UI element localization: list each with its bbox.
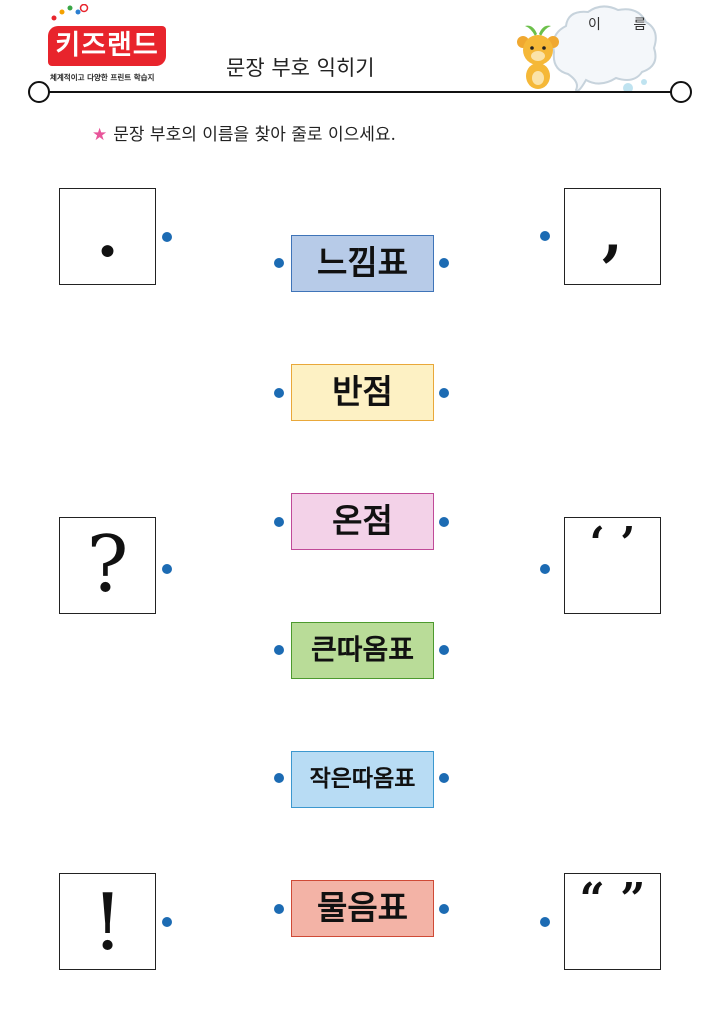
name-right-dot[interactable] [439, 773, 449, 783]
name-box-exclamation[interactable]: 느낌표 [291, 235, 434, 292]
name-box-comma[interactable]: 반점 [291, 364, 434, 421]
symbol-text: ? [86, 520, 129, 610]
right-connect-dot[interactable] [540, 564, 550, 574]
name-left-dot[interactable] [274, 517, 284, 527]
instruction: ★문장 부호의 이름을 찾아 줄로 이으세요. [92, 120, 396, 145]
worksheet-title: 문장 부호 익히기 [226, 56, 375, 80]
right-connect-dot[interactable] [540, 231, 550, 241]
name-left-dot[interactable] [274, 258, 284, 268]
name-left-dot[interactable] [274, 904, 284, 914]
name-box-period[interactable]: 온점 [291, 493, 434, 550]
name-left-dot[interactable] [274, 388, 284, 398]
name-field-label: 이 름 [588, 17, 661, 33]
name-right-dot[interactable] [439, 904, 449, 914]
divider-end-right [670, 81, 692, 103]
star-icon: ★ [92, 125, 108, 145]
left-connect-dot[interactable] [162, 917, 172, 927]
instruction-text: 문장 부호의 이름을 찾아 줄로 이으세요. [113, 125, 396, 145]
left-connect-dot[interactable] [162, 232, 172, 242]
name-right-dot[interactable] [439, 517, 449, 527]
left-symbol-question[interactable]: ? [59, 517, 156, 614]
right-symbol-single-quotes[interactable]: ‘ ’ [564, 517, 661, 614]
symbol-text: ! [91, 878, 124, 968]
symbol-text: “ ” [579, 874, 646, 925]
name-left-dot[interactable] [274, 773, 284, 783]
right-symbol-comma[interactable]: , [564, 188, 661, 285]
logo: 키즈랜드 [48, 26, 166, 66]
left-symbol-exclamation[interactable]: ! [59, 873, 156, 970]
name-right-dot[interactable] [439, 388, 449, 398]
name-left-dot[interactable] [274, 645, 284, 655]
left-symbol-period[interactable]: . [59, 188, 156, 285]
symbol-text: . [96, 197, 119, 272]
right-connect-dot[interactable] [540, 917, 550, 927]
logo-subtitle: 체계적이고 다양한 프린트 학습지 [50, 73, 155, 82]
name-box-question[interactable]: 물음표 [291, 880, 434, 937]
bear-mascot-icon [517, 25, 559, 89]
header-divider [38, 91, 682, 93]
symbol-text: , [602, 199, 623, 269]
right-symbol-double-quotes[interactable]: “ ” [564, 873, 661, 970]
name-box-single-quotes[interactable]: 작은따옴표 [291, 751, 434, 808]
symbol-text: ‘ ’ [589, 518, 636, 569]
name-right-dot[interactable] [439, 258, 449, 268]
name-right-dot[interactable] [439, 645, 449, 655]
logo-sparkle-icon [51, 4, 89, 21]
name-cloud-icon [552, 5, 657, 93]
left-connect-dot[interactable] [162, 564, 172, 574]
name-box-double-quotes[interactable]: 큰따옴표 [291, 622, 434, 679]
divider-end-left [28, 81, 50, 103]
